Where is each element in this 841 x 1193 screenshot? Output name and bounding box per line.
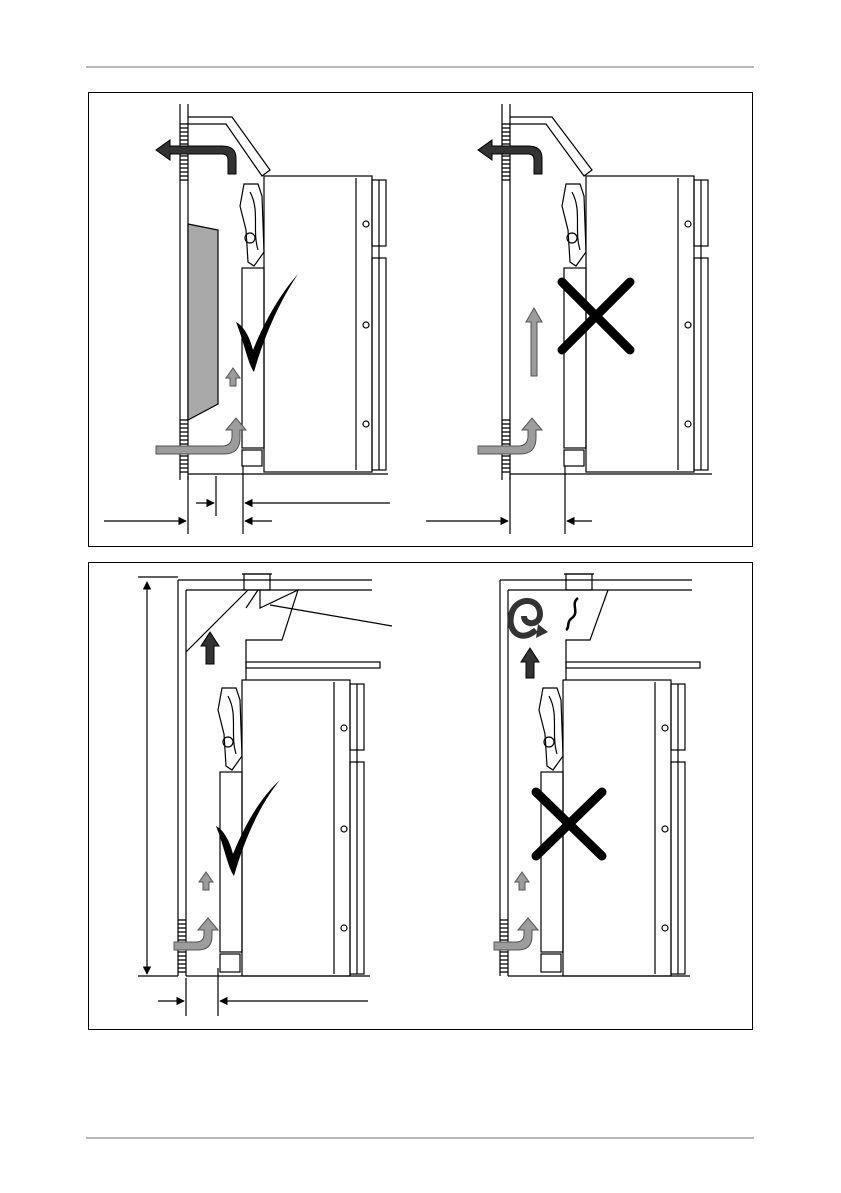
small-up-arrow: [199, 872, 213, 890]
cold-air-in-arrow: [174, 918, 218, 950]
cross-icon: [536, 792, 602, 856]
swirl-icon: [511, 601, 540, 636]
small-up-arrow: [226, 368, 240, 386]
check-icon: [236, 274, 298, 372]
check-icon: [216, 780, 280, 876]
cross-icon: [562, 282, 630, 350]
scene-top-right: [426, 104, 712, 534]
dark-up-arrow: [521, 648, 539, 678]
hood: [186, 590, 298, 680]
long-up-arrow: [526, 308, 542, 376]
cold-air-in-arrow: [156, 418, 246, 454]
warm-air-out-arrow: [156, 140, 236, 174]
squiggle-icon: [566, 598, 578, 630]
scene-top-left: [104, 104, 390, 534]
ceiling-flue: [244, 574, 270, 590]
swirl-arrowhead: [536, 624, 548, 638]
dark-up-arrow: [201, 632, 219, 664]
small-up-arrow: [515, 872, 529, 890]
heat-shield: [188, 224, 218, 420]
